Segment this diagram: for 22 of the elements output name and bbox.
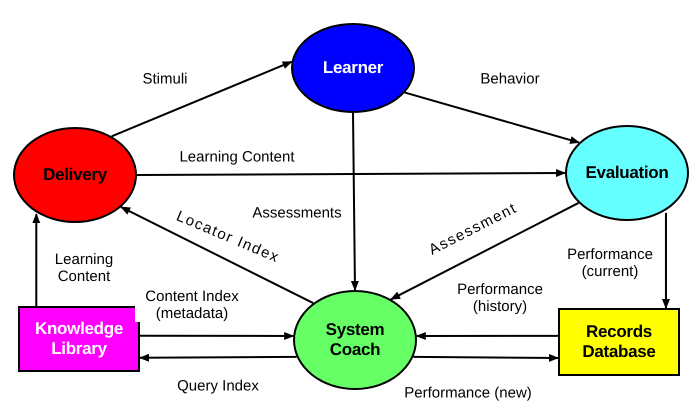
arrow (662, 212, 670, 309)
node-label: Learner (322, 58, 384, 78)
edge-label: Performance (new) (402, 384, 534, 402)
arrow (404, 92, 580, 144)
arrow (140, 332, 294, 340)
arrow (111, 60, 293, 138)
process-box (18, 306, 140, 372)
arrow (120, 206, 314, 304)
arrow (32, 213, 40, 306)
arrow (413, 354, 559, 362)
arrow (416, 332, 558, 340)
arrow (137, 169, 566, 178)
arrow (390, 202, 579, 300)
node-label: Evaluation (586, 163, 668, 183)
edge-label: Query Index (175, 378, 261, 394)
arrow (350, 112, 359, 291)
process-box (558, 308, 680, 376)
node-label: System Coach (324, 320, 386, 360)
node-label: Records Database (581, 322, 657, 362)
node-label: Knowledge Library (34, 319, 124, 359)
arrow (139, 354, 297, 362)
node-label: Delivery (43, 165, 107, 185)
